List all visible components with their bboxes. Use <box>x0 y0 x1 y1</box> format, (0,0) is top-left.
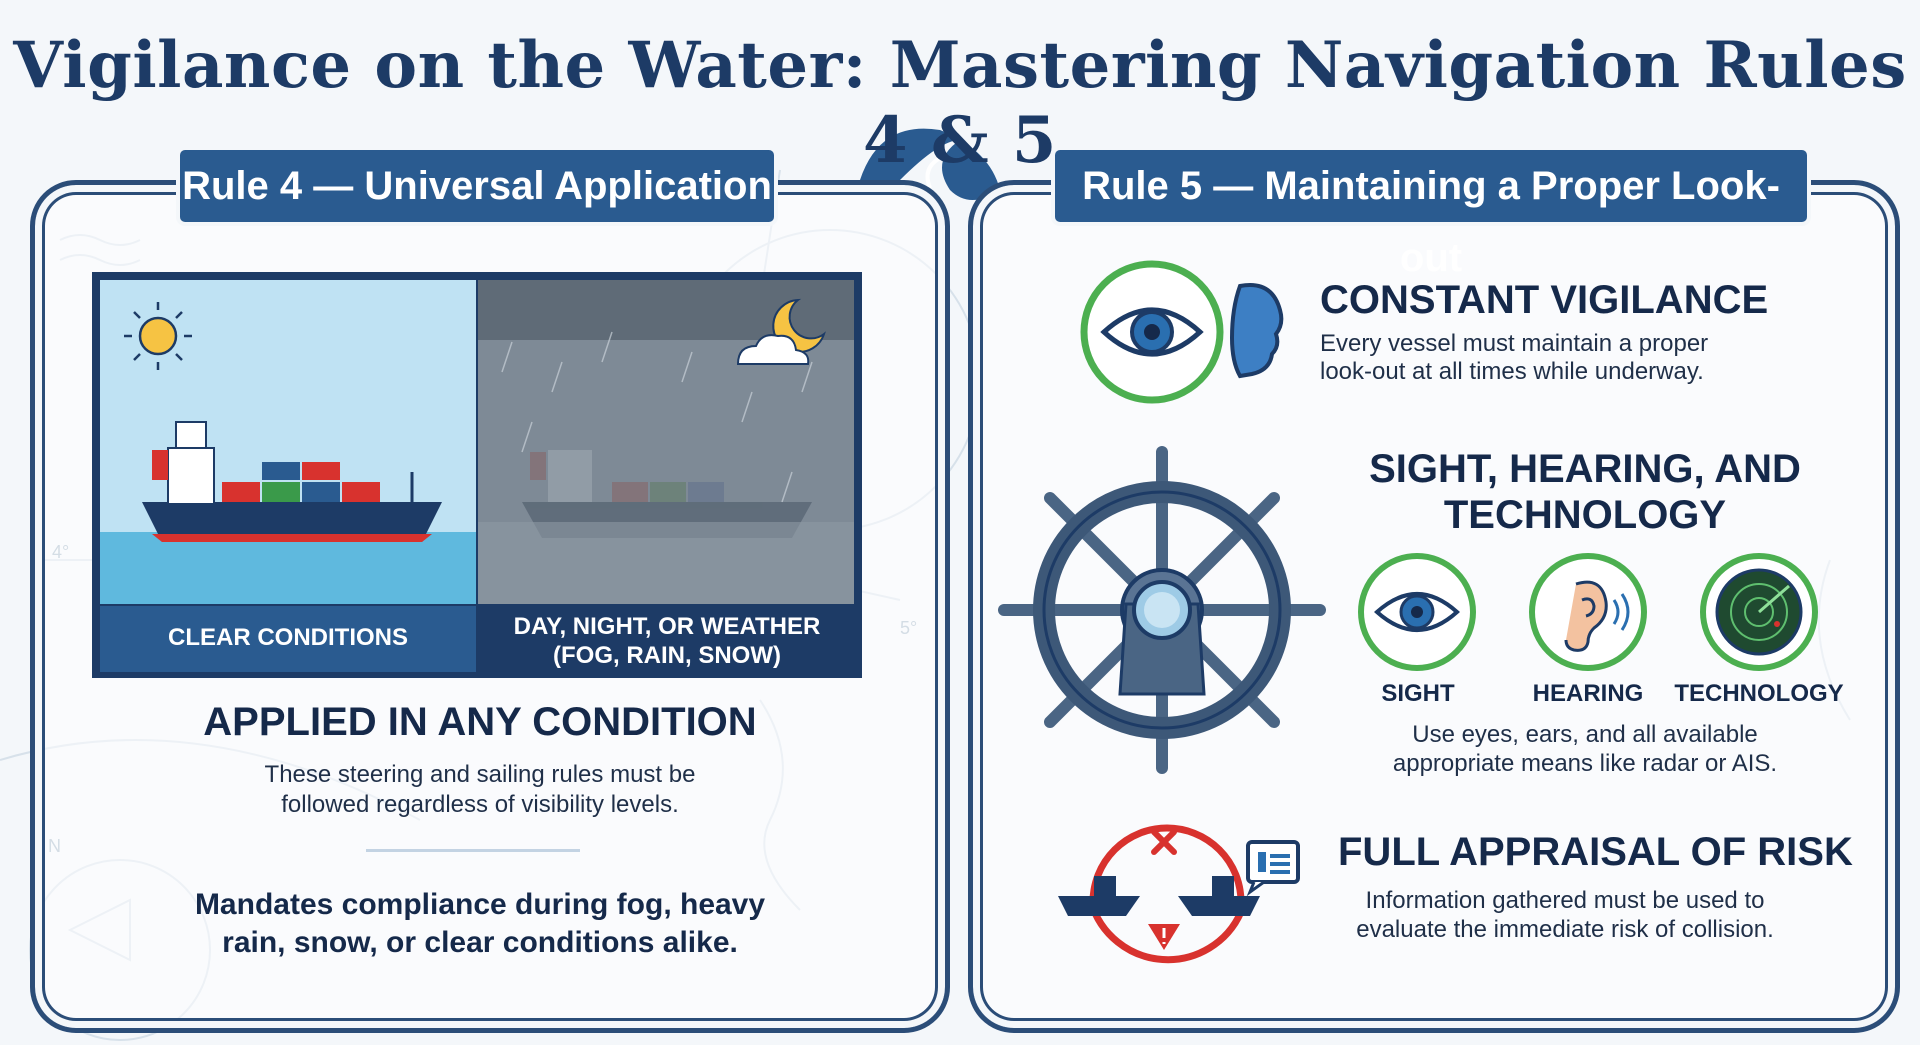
page-title: Vigilance on the Water: Mastering Naviga… <box>13 28 1907 178</box>
senses-title-line1: SIGHT, HEARING, AND <box>1369 447 1801 491</box>
risk-desc-line1: Information gathered must be used to <box>1365 887 1765 914</box>
conditions-comparison-illustration <box>92 272 862 678</box>
risk-desc-line2: evaluate the immediate risk of collision… <box>1356 916 1774 943</box>
sense-label-technology: TECHNOLOGY <box>1674 680 1844 707</box>
applied-desc-line2: followed regardless of visibility levels… <box>281 791 679 818</box>
mandate-statement: Mandates compliance during fog, heavy ra… <box>150 886 810 962</box>
ear-icon <box>1529 553 1647 671</box>
senses-title-line2: TECHNOLOGY <box>1443 493 1727 537</box>
sense-label-hearing: HEARING <box>1532 680 1644 707</box>
ships-wheel-icon <box>998 446 1326 774</box>
mandate-line2: rain, snow, or clear conditions alike. <box>222 926 738 959</box>
constant-vigilance-title: CONSTANT VIGILANCE <box>1320 278 1769 322</box>
applied-any-condition-title: APPLIED IN ANY CONDITION <box>203 700 757 744</box>
collision-risk-icon <box>1058 824 1300 964</box>
risk-description: Information gathered must be used to eva… <box>1320 886 1810 944</box>
moon-cloud-icon <box>736 298 826 365</box>
applied-description: These steering and sailing rules must be… <box>170 760 790 820</box>
weather-conditions-label: DAY, NIGHT, OR WEATHER (FOG, RAIN, SNOW) <box>478 604 856 672</box>
sun-icon <box>124 302 192 370</box>
radar-icon <box>1700 553 1818 671</box>
senses-description: Use eyes, ears, and all available approp… <box>1360 720 1810 778</box>
senses-desc-line1: Use eyes, ears, and all available <box>1412 721 1758 748</box>
eye-icon <box>1358 553 1476 671</box>
applied-desc-line1: These steering and sailing rules must be <box>264 761 696 788</box>
vigilance-description: Every vessel must maintain a proper look… <box>1320 330 1780 386</box>
vigilance-desc-line2: look-out at all times while underway. <box>1320 358 1704 385</box>
senses-title: SIGHT, HEARING, AND TECHNOLOGY <box>1360 446 1810 538</box>
ship-clear-icon <box>142 421 442 542</box>
senses-desc-line2: appropriate means like radar or AIS. <box>1392 750 1778 777</box>
weather-label-line2: (FOG, RAIN, SNOW) <box>553 642 781 669</box>
sense-label-sight: SIGHT <box>1381 680 1455 707</box>
mandate-line1: Mandates compliance during fog, heavy <box>194 888 766 921</box>
section-divider <box>366 849 580 852</box>
clear-conditions-label: CLEAR CONDITIONS <box>168 624 408 651</box>
rule5-heading: Rule 5 — Maintaining a Proper Look-out <box>1055 150 1807 280</box>
rule4-heading: Rule 4 — Universal Application <box>180 150 774 222</box>
risk-appraisal-title: FULL APPRAISAL OF RISK <box>1338 830 1853 874</box>
weather-label-line1: DAY, NIGHT, OR WEATHER <box>513 613 821 640</box>
lookout-eye-icon <box>1080 260 1284 404</box>
vigilance-desc-line1: Every vessel must maintain a proper <box>1320 330 1709 357</box>
wave-emblem <box>860 128 1000 200</box>
